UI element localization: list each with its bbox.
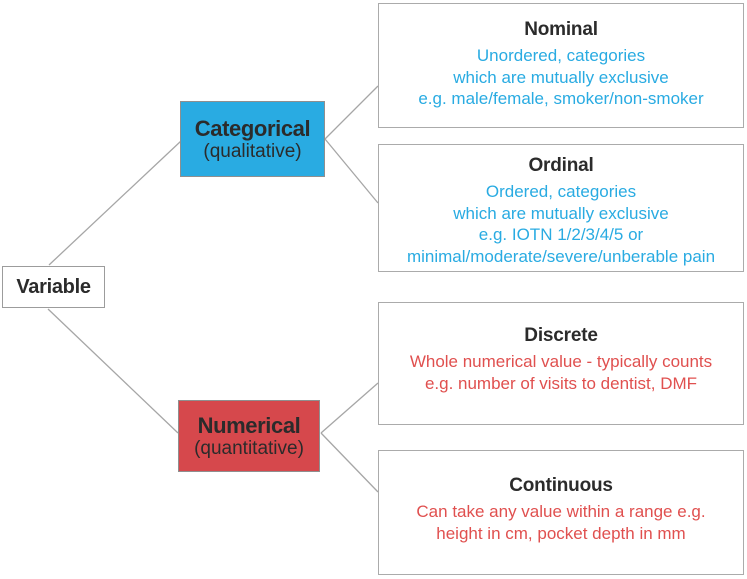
ordinal-leaf-box: Ordinal Ordered, categories which are mu… xyxy=(378,144,744,272)
continuous-example-line: height in cm, pocket depth in mm xyxy=(436,523,686,543)
discrete-description-line: Whole numerical value - typically counts xyxy=(409,352,713,371)
ordinal-title: Ordinal xyxy=(528,155,594,176)
numerical-branch-box: Numerical (quantitative) xyxy=(178,400,320,472)
nominal-example-line: e.g. male/female, smoker/non-smoker xyxy=(418,89,704,108)
ordinal-example-line: e.g. IOTN 1/2/3/4/5 or xyxy=(478,225,644,244)
categorical-label: Categorical xyxy=(194,115,311,141)
categorical-branch-box: Categorical (qualitative) xyxy=(180,101,325,177)
continuous-title: Continuous xyxy=(509,475,613,496)
connector-numerical-discrete xyxy=(320,382,379,434)
ordinal-description-line: Ordered, categories xyxy=(485,182,637,201)
numerical-sublabel: (quantitative) xyxy=(194,437,304,459)
categorical-sublabel: (qualitative) xyxy=(203,140,302,162)
discrete-example-line: e.g. number of visits to dentist, DMF xyxy=(424,373,698,393)
nominal-description-line: Unordered, categories xyxy=(476,46,646,65)
connector-categorical-nominal xyxy=(324,85,379,140)
numerical-label: Numerical xyxy=(197,412,301,438)
ordinal-example-line: minimal/moderate/severe/unberable pain xyxy=(406,246,716,266)
discrete-leaf-box: Discrete Whole numerical value - typical… xyxy=(378,302,744,425)
ordinal-description-line: which are mutually exclusive xyxy=(453,203,669,223)
continuous-leaf-box: Continuous Can take any value within a r… xyxy=(378,450,744,575)
variable-root-label: Variable xyxy=(16,275,91,298)
connector-variable-numerical xyxy=(47,308,179,434)
connector-variable-categorical xyxy=(48,140,182,266)
variable-root-box: Variable xyxy=(2,266,105,308)
nominal-leaf-box: Nominal Unordered, categories which are … xyxy=(378,3,744,128)
connector-categorical-ordinal xyxy=(324,138,379,204)
discrete-title: Discrete xyxy=(524,325,598,346)
nominal-description-line: which are mutually exclusive xyxy=(453,67,669,87)
nominal-title: Nominal xyxy=(524,19,598,40)
connector-numerical-continuous xyxy=(320,432,379,493)
continuous-description-line: Can take any value within a range e.g. xyxy=(416,502,706,521)
